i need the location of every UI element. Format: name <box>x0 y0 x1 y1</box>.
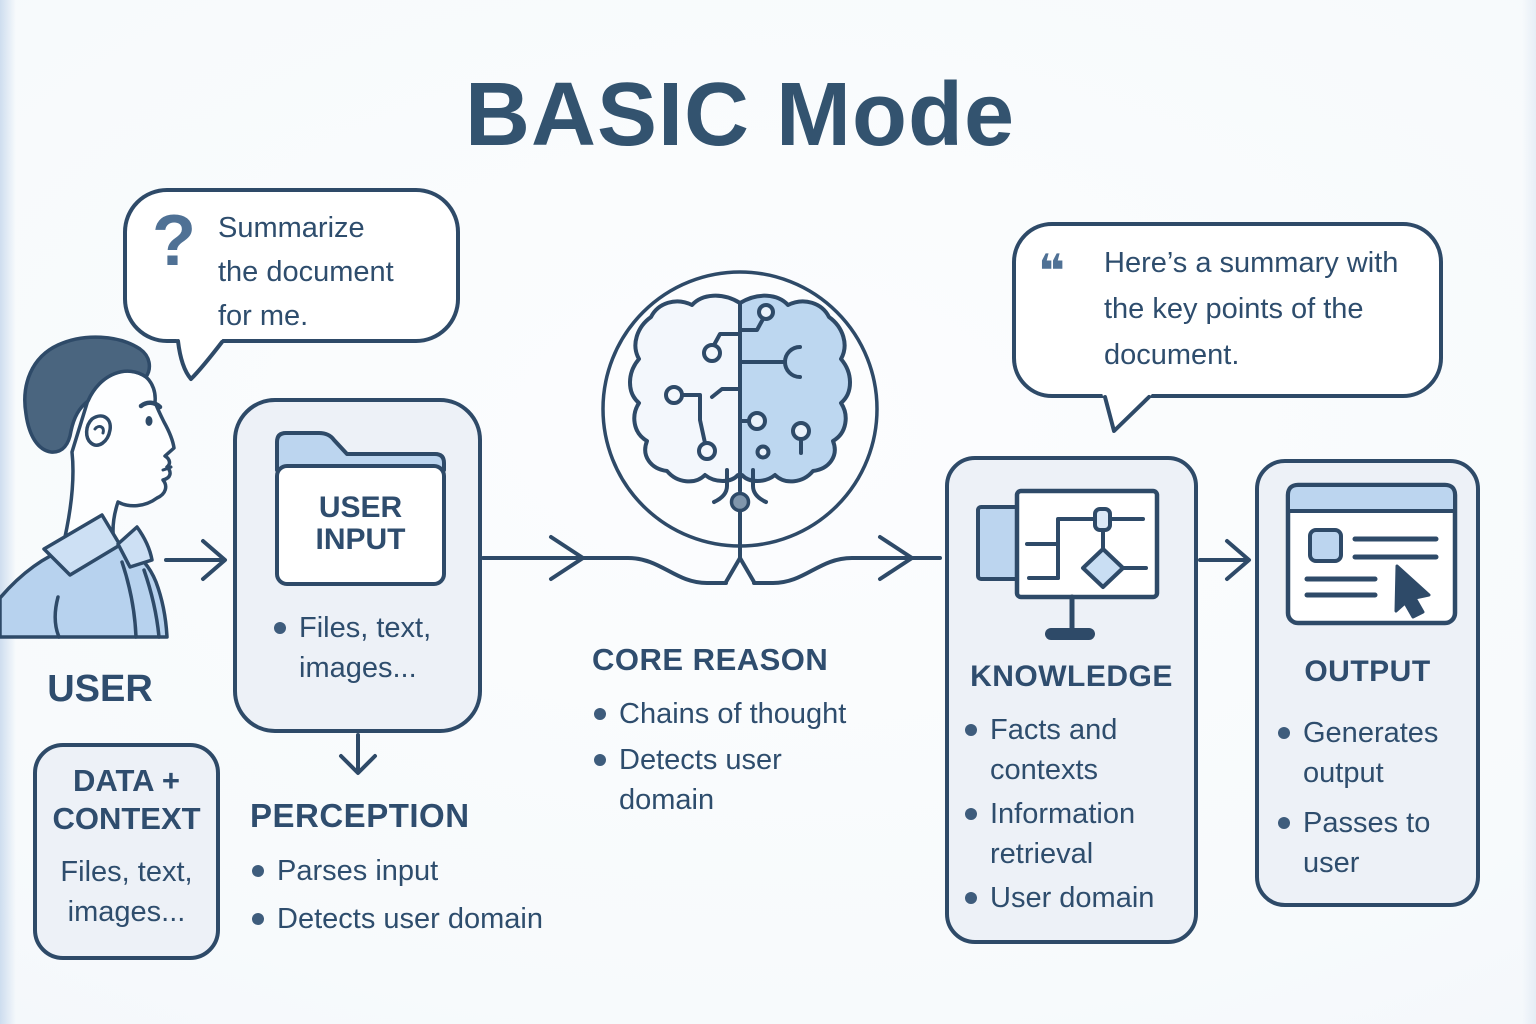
page-title: BASIC Mode <box>465 65 1015 165</box>
user-bubble-text: Summarize the document for me. <box>218 212 394 332</box>
knowledge-title: KNOWLEDGE <box>970 660 1173 693</box>
bullet-item: Files, text, images... <box>272 608 456 688</box>
data-context-box <box>33 743 220 960</box>
question-mark-icon: ? <box>152 201 196 281</box>
output-title: OUTPUT <box>1304 655 1431 688</box>
perception-section: PERCEPTION Parses input Detects user dom… <box>250 797 600 945</box>
bullet-item: Parses input <box>250 851 590 891</box>
data-context-subtitle: Files, text, images... <box>60 856 193 928</box>
bullet-item: Information retrieval <box>963 794 1171 874</box>
bullet-item: Generates output <box>1276 713 1458 793</box>
output-bullets: Generates output Passes to user <box>1276 713 1458 889</box>
user-input-bullets: Files, text, images... <box>272 608 456 694</box>
agent-speech-bubble <box>1012 222 1443 398</box>
perception-bullets: Parses input Detects user domain <box>250 851 590 939</box>
bullet-item: Facts and contexts <box>963 710 1171 790</box>
bullet-item: Chains of thought <box>592 694 854 734</box>
core-reason-title: CORE REASON <box>592 642 829 677</box>
agent-bubble-text: Here’s a summary with the key points of … <box>1104 247 1399 371</box>
perception-title: PERCEPTION <box>250 797 470 834</box>
user-label: USER <box>47 668 153 710</box>
data-context-title: DATA + CONTEXT <box>52 763 201 836</box>
folder-label: USER INPUT <box>315 491 406 556</box>
core-reason-section: CORE REASON Chains of thought Detects us… <box>592 642 902 826</box>
user-speech-bubble <box>123 188 460 343</box>
quote-icon: ❝ <box>1038 245 1065 297</box>
bullet-item: Passes to user <box>1276 803 1458 883</box>
core-reason-bullets: Chains of thought Detects user domain <box>592 694 854 820</box>
knowledge-bullets: Facts and contexts Information retrieval… <box>963 710 1171 924</box>
bullet-item: Detects user domain <box>592 740 854 820</box>
bullet-item: User domain <box>963 878 1171 918</box>
bullet-item: Detects user domain <box>250 899 590 939</box>
